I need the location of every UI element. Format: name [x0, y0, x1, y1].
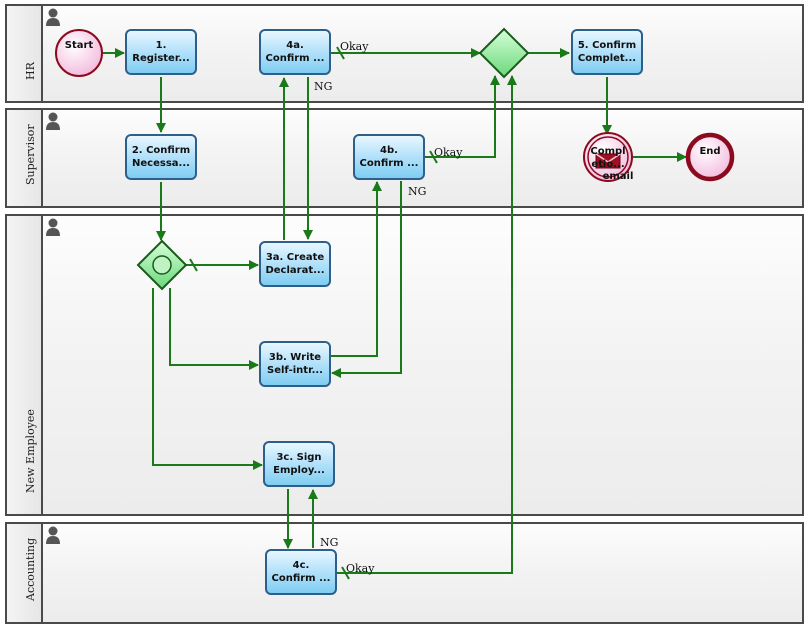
task-label-line2: Register...: [132, 53, 190, 64]
participant-icon: [46, 526, 60, 544]
task-3a-create-declaration[interactable]: 3a. Create Declarat...: [259, 241, 331, 287]
task-4c-confirm[interactable]: 4c. Confirm ...: [265, 549, 337, 595]
lane-header: [7, 216, 43, 514]
completion-email-label: email: [602, 171, 634, 182]
flow-3b-to-4b: [331, 181, 382, 357]
task-label-line1: 3a. Create: [265, 252, 325, 263]
task-label-line2: Employ...: [273, 465, 325, 476]
participant-icon: [46, 218, 60, 236]
edge-label-okay-4b: Okay: [434, 146, 463, 159]
task-label-line2: Declarat...: [265, 265, 325, 276]
edge-label-okay-4c: Okay: [346, 562, 375, 575]
lane-header: [7, 524, 43, 622]
flow-4b-okay-to-join: [425, 75, 500, 158]
task-label-line1: 3c. Sign: [276, 452, 322, 463]
default-flow-mark: [336, 46, 345, 60]
parallel-split-gateway[interactable]: [136, 239, 188, 291]
task-label-line1: 3b. Write: [268, 352, 322, 363]
flow-gateway-to-3b: [169, 288, 259, 370]
end-event-label: End: [699, 146, 721, 157]
task-4b-confirm[interactable]: 4b. Confirm ...: [353, 134, 425, 180]
default-flow-mark: [429, 150, 438, 164]
participant-icon: [46, 112, 60, 130]
flow-4c-okay-to-join: [337, 75, 517, 574]
start-event-label: Start: [64, 40, 94, 51]
task-1-register[interactable]: 1. Register...: [125, 29, 197, 75]
default-flow-mark: [189, 258, 198, 272]
task-label-line1: 5. Confirm: [577, 40, 637, 51]
task-3b-write-self-intro[interactable]: 3b. Write Self-intr...: [259, 341, 331, 387]
lane-header: [7, 6, 43, 101]
default-flow-mark: [341, 566, 350, 580]
envelope-icon: [595, 153, 621, 169]
flow-gateway-to-3c: [152, 288, 263, 470]
join-gateway[interactable]: [478, 27, 530, 79]
edge-label-okay-4a: Okay: [340, 40, 369, 53]
completion-event-label-2: etio...: [591, 159, 625, 170]
edge-label-ng-4a: NG: [314, 80, 333, 93]
start-event[interactable]: [55, 29, 103, 77]
task-label-line1: 4c.: [292, 560, 310, 571]
task-label-line2: Complet...: [577, 53, 637, 64]
edge-label-ng-4c: NG: [320, 536, 339, 549]
task-label-line2: Necessa...: [132, 158, 190, 169]
lane-new-employee: New Employee: [5, 214, 804, 516]
completion-event-label-1: Compl: [590, 146, 626, 157]
task-2-confirm-necessary[interactable]: 2. Confirm Necessa...: [125, 134, 197, 180]
edge-label-ng-4b: NG: [408, 185, 427, 198]
participant-icon: [46, 8, 60, 26]
task-label-line1: 2. Confirm: [131, 145, 191, 156]
lane-header: [7, 110, 43, 206]
task-label-line1: 4a.: [286, 40, 304, 51]
task-label-line1: 1.: [155, 40, 167, 51]
task-label-line2: Confirm ...: [265, 53, 325, 64]
task-3c-sign-employment[interactable]: 3c. Sign Employ...: [263, 441, 335, 487]
task-label-line2: Self-intr...: [267, 365, 323, 376]
task-label-line2: Confirm ...: [359, 158, 419, 169]
task-5-confirm-completion[interactable]: 5. Confirm Complet...: [571, 29, 643, 75]
completion-email-event-inner: [587, 136, 629, 178]
task-label-line1: 4b.: [380, 145, 398, 156]
task-label-line2: Confirm ...: [271, 573, 331, 584]
end-event[interactable]: [685, 132, 735, 182]
flow-4b-ng-to-3b: [331, 181, 402, 378]
task-4a-confirm[interactable]: 4a. Confirm ...: [259, 29, 331, 75]
